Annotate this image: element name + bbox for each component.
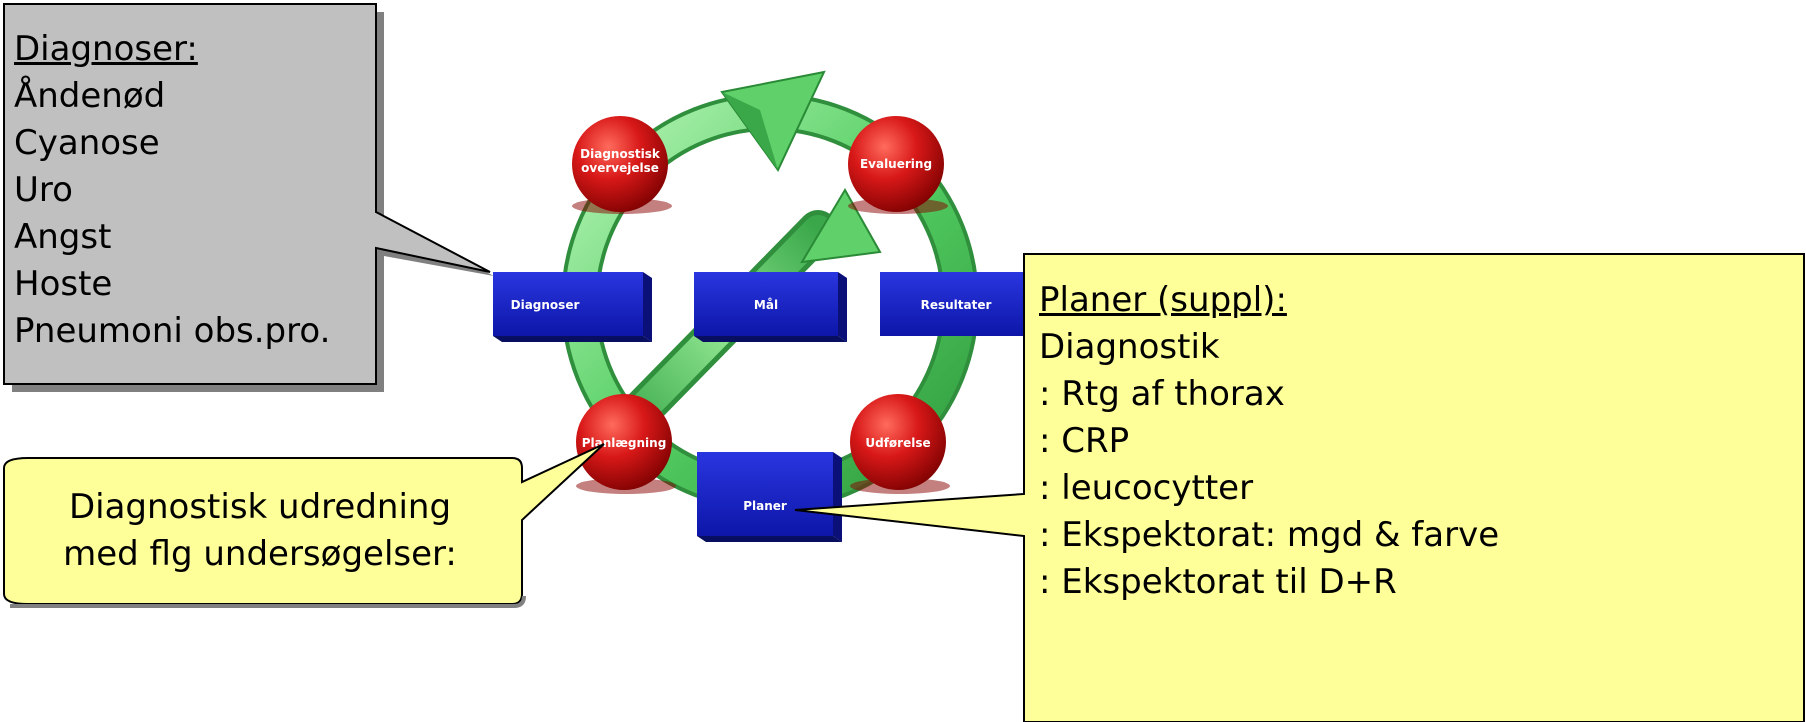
callout-plans-heading: Planer (suppl): — [1039, 280, 1287, 320]
callout-diagnoses-shape — [3, 3, 491, 385]
plan-item: : leucocytter — [1039, 468, 1254, 508]
callout-plans-subheading: Diagnostik — [1039, 327, 1220, 367]
callout-investigation-line: Diagnostisk udredning — [68, 487, 452, 527]
diagnosis-item: Uro — [14, 170, 73, 210]
node-label: Udførelse — [865, 436, 930, 450]
node-label: Planlægning — [582, 436, 667, 450]
node-label-line2: overvejelse — [581, 161, 659, 175]
callout-investigation-shadow-edge — [10, 595, 526, 608]
box-diagnoses: Diagnoser — [493, 272, 652, 342]
diagnosis-item: Hoste — [14, 264, 113, 304]
node-planning: Planlægning — [576, 394, 676, 494]
callout-diagnoses: Diagnoser: Åndenød Cyanose Uro Angst Hos… — [14, 26, 330, 355]
callout-investigation-shape — [3, 443, 605, 605]
callout-investigation: Diagnostisk udredning med flg undersøgel… — [0, 484, 520, 578]
box-label: Resultater — [921, 298, 992, 312]
box-results: Resultater — [880, 272, 1030, 336]
box-goal: Mål — [694, 272, 847, 342]
node-execution: Udførelse — [850, 394, 950, 494]
diagnosis-item: Pneumoni obs.pro. — [14, 311, 331, 351]
plan-item: : Ekspektorat: mgd & farve — [1039, 515, 1500, 555]
callout-plans: Planer (suppl): Diagnostik : Rtg af thor… — [1039, 277, 1499, 606]
diagonal-arrowhead — [800, 188, 882, 264]
diagnosis-item: Åndenød — [14, 76, 166, 116]
box-plans: Planer — [697, 452, 842, 542]
plan-item: : Rtg af thorax — [1039, 374, 1285, 414]
callout-investigation-line: med flg undersøgelser: — [63, 534, 457, 574]
node-label-line1: Diagnostisk — [580, 147, 661, 161]
box-label: Diagnoser — [511, 298, 580, 312]
callout-plans-shape — [794, 253, 1805, 722]
box-label: Planer — [743, 499, 787, 513]
plan-item: : CRP — [1039, 421, 1130, 461]
diagnosis-item: Cyanose — [14, 123, 160, 163]
plan-item: : Ekspektorat til D+R — [1039, 562, 1397, 602]
callout-diagnoses-heading: Diagnoser: — [14, 29, 198, 69]
node-diagnostic-consideration: Diagnostisk overvejelse — [572, 116, 672, 214]
node-label: Evaluering — [860, 157, 932, 171]
box-label: Mål — [754, 298, 778, 312]
diagnosis-item: Angst — [14, 217, 112, 257]
cycle-arrowhead-shade — [722, 92, 778, 170]
node-evaluation: Evaluering — [848, 116, 948, 214]
